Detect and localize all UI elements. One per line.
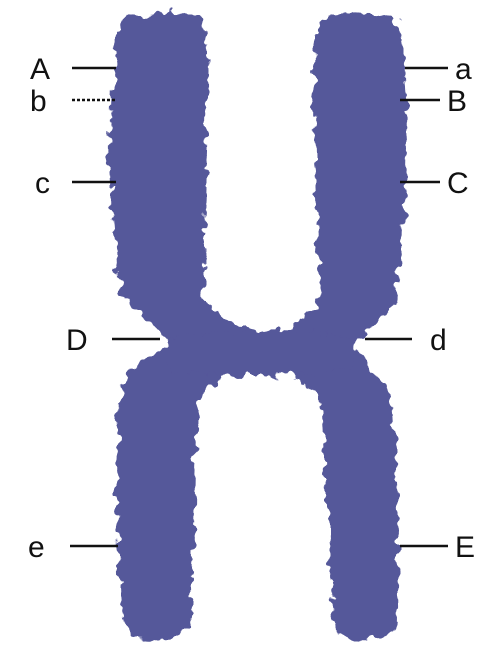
chromosome [110, 13, 407, 640]
gene-label-b: b [30, 85, 47, 118]
gene-label-D: D [66, 324, 88, 357]
gene-label-C: C [447, 167, 469, 200]
gene-label-a: a [455, 53, 472, 86]
gene-label-E: E [455, 531, 475, 564]
gene-label-B: B [447, 85, 467, 118]
left-chromatid [110, 13, 265, 640]
gene-label-c: c [35, 167, 50, 200]
centromere [169, 330, 353, 376]
right-chromatid [260, 13, 406, 640]
gene-label-d: d [430, 324, 447, 357]
gene-label-A: A [30, 53, 50, 86]
gene-label-e: e [28, 531, 45, 564]
